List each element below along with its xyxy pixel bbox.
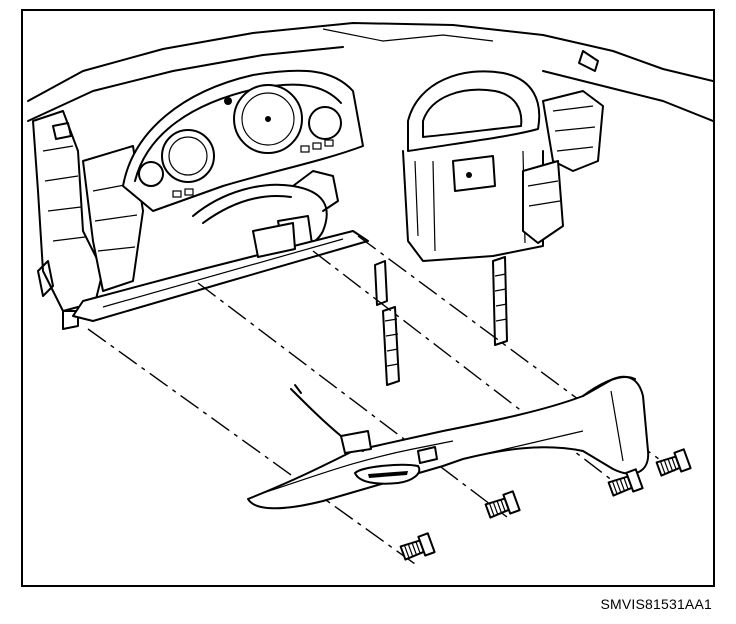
center-display-pod [402,70,544,262]
alignment-lines [87,235,676,565]
screw-3 [607,468,644,497]
lower-mounting-rail [72,222,369,322]
right-panel-frame [522,50,713,244]
instrument-panel-frame [27,22,713,330]
instrument-cluster [122,69,364,262]
illustration-frame [21,9,715,587]
dashboard-exploded-diagram [27,22,713,565]
screw-4 [655,448,692,477]
lower-trim-panel [247,375,650,510]
support-posts [374,256,508,386]
figure-code: SMVIS81531AA1 [600,596,712,612]
screw-2 [484,490,521,519]
screw-1 [399,532,436,561]
